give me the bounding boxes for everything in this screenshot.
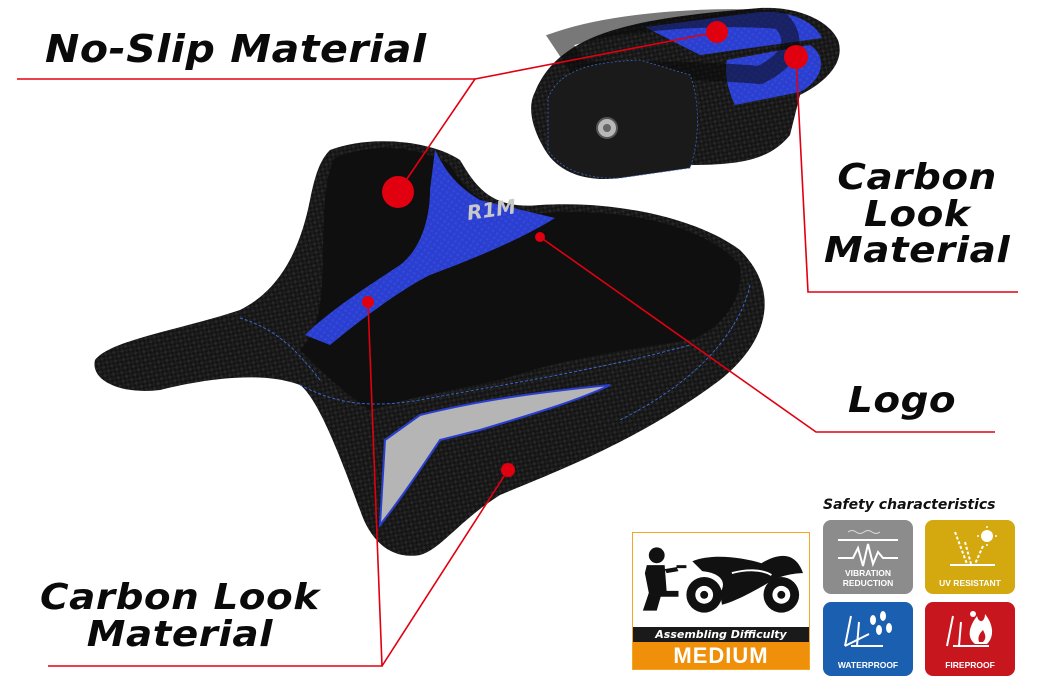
callout-line: Look (864, 193, 971, 235)
callout-carbon-look-material-right: Carbon Look Material (824, 157, 1011, 272)
safety-title: Safety characteristics (823, 497, 996, 513)
front-seat: R1M (94, 141, 765, 556)
callout-logo: Logo (848, 380, 957, 421)
leader-logo (539, 236, 995, 433)
callout-no-slip-material: No-Slip Material (45, 27, 427, 71)
vibration-icon (838, 530, 898, 568)
assembly-difficulty-badge: Assembling Difficulty MEDIUM (632, 532, 810, 670)
safety-tile-waterproof: WATERPROOF (823, 602, 913, 676)
assembly-strip-label: Assembling Difficulty (633, 627, 809, 642)
mechanic-motorcycle-icon (642, 547, 804, 613)
flame-icon (946, 611, 993, 647)
callout-line: Material (86, 613, 273, 655)
assembly-level: MEDIUM (633, 642, 809, 669)
tile-label: WATERPROOF (837, 660, 899, 670)
rear-seat (531, 7, 840, 180)
tile-label: VIBRATION REDUCTION (842, 568, 894, 588)
safety-tile-vibration-reduction: VIBRATION REDUCTION (823, 520, 913, 594)
leader-lines (17, 31, 1018, 667)
safety-tile-fireproof: FIREPROOF (925, 602, 1015, 676)
safety-tile-uv-resistant: UV RESISTANT (925, 520, 1015, 594)
leader-carbon-right (795, 56, 1018, 293)
callout-line: Carbon Look (40, 577, 320, 618)
uv-sun-icon (950, 526, 997, 566)
callout-line: Material (824, 230, 1011, 272)
tile-label: FIREPROOF (945, 660, 995, 670)
tile-label: UV RESISTANT (939, 578, 1001, 588)
callout-dots (362, 21, 808, 477)
water-drops-icon (844, 611, 892, 647)
callout-line: Carbon (837, 157, 997, 198)
callout-carbon-look-material-left: Carbon Look Material (40, 577, 320, 655)
